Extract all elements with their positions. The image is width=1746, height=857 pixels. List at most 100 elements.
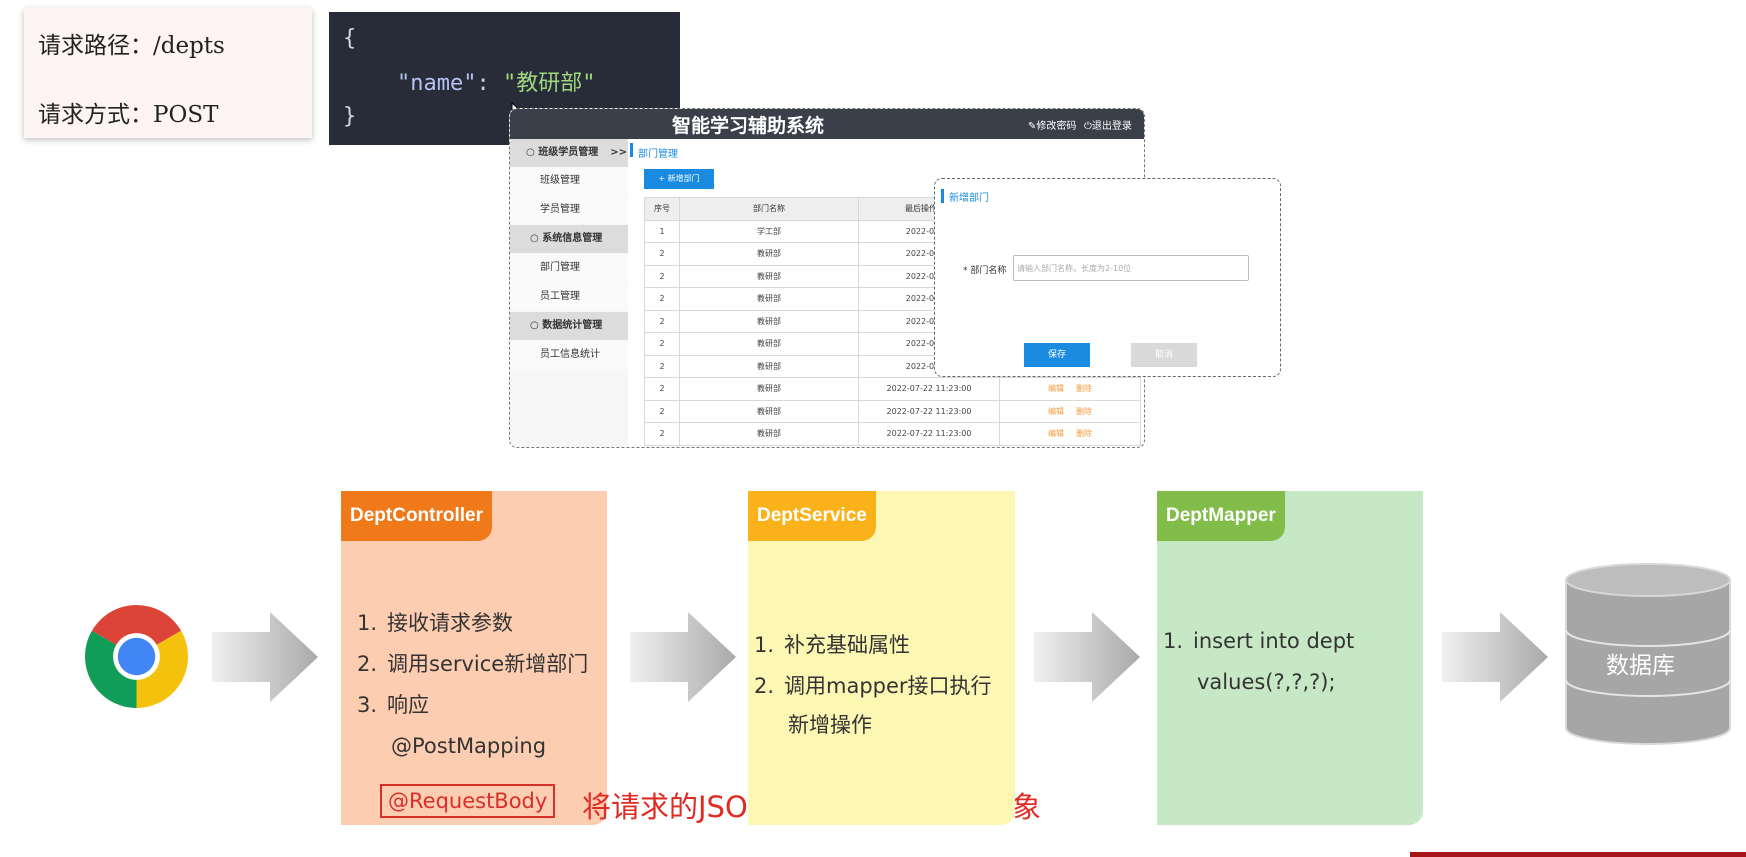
table-cell: 2 <box>644 309 680 333</box>
service-step-1: 1.补充基础属性 <box>754 633 910 657</box>
request-info-box: 请求路径：/depts 请求方式：POST <box>24 8 312 138</box>
sidebar-group-label: 班级学员管理 <box>538 147 599 158</box>
mapper-step-1: 1.insert into dept <box>1163 629 1355 653</box>
logout-label: 退出登录 <box>1091 121 1132 132</box>
step-text: 调用service新增部门 <box>387 652 589 676</box>
edit-link[interactable]: 编辑 <box>1048 429 1064 439</box>
logout-link[interactable]: ⏻退出登录 <box>1084 117 1132 132</box>
dept-name-label: * 部门名称 <box>963 266 1007 276</box>
table-cell-actions: 编辑 删除 <box>999 399 1141 423</box>
table-cell: 2022-07-22 11:23:00 <box>858 377 1000 401</box>
step-text: 补充基础属性 <box>784 633 910 657</box>
delete-link[interactable]: 删除 <box>1076 406 1092 416</box>
sidebar: ○ 班级学员管理>> 班级管理 学员管理 ○ 系统信息管理 部门管理 员工管理 … <box>510 139 628 447</box>
controller-title: DeptController <box>341 491 492 541</box>
sidebar-item-label: 班级管理 <box>540 175 580 186</box>
table-cell: 2 <box>644 264 680 288</box>
table-cell: 1 <box>644 219 680 243</box>
step-text: 接收请求参数 <box>387 611 513 635</box>
table-cell: 2022-07-22 11:23:00 <box>858 422 1000 446</box>
sidebar-group-class-student[interactable]: ○ 班级学员管理>> <box>510 139 628 167</box>
page-title-accent <box>630 143 633 157</box>
sidebar-item-student[interactable]: 学员管理 <box>510 196 628 224</box>
table-cell: 教研部 <box>679 354 859 378</box>
request-path: 请求路径：/depts <box>38 33 225 59</box>
request-method: 请求方式：POST <box>38 102 219 128</box>
delete-link[interactable]: 删除 <box>1076 384 1092 394</box>
mapper-title: DeptMapper <box>1157 491 1285 541</box>
chrome-icon <box>85 605 188 708</box>
controller-step-2: 2.调用service新增部门 <box>357 652 589 676</box>
mapper-step-1-cont: values(?,?,?); <box>1197 670 1336 694</box>
arrow-right-icon <box>1034 612 1140 702</box>
step-text: insert into dept <box>1193 629 1355 653</box>
dialog-title-accent <box>941 189 944 203</box>
step-text: 调用mapper接口执行 <box>784 674 992 698</box>
sidebar-group-label: 系统信息管理 <box>542 233 603 244</box>
requestbody-annotation: @RequestBody <box>380 784 556 818</box>
table-cell: 教研部 <box>679 422 859 446</box>
bottom-accent-bar <box>1410 852 1746 857</box>
database-icon <box>1565 563 1731 745</box>
table-cell: 教研部 <box>679 332 859 356</box>
change-password-label: 修改密码 <box>1036 121 1077 132</box>
service-card: DeptService 1.补充基础属性 2.调用mapper接口执行 新增操作 <box>748 491 1015 825</box>
delete-link[interactable]: 删除 <box>1076 429 1092 439</box>
add-dept-button[interactable]: + 新增部门 <box>644 169 714 189</box>
sidebar-group-system[interactable]: ○ 系统信息管理 <box>510 225 628 253</box>
change-password-link[interactable]: ✎修改密码 <box>1028 117 1076 132</box>
page-title: 部门管理 <box>638 149 678 160</box>
table-cell-actions: 编辑 删除 <box>999 422 1141 446</box>
sidebar-group-stats[interactable]: ○ 数据统计管理 <box>510 312 628 340</box>
postmapping-annotation: @PostMapping <box>391 734 547 758</box>
service-title: DeptService <box>748 491 876 541</box>
table-cell: 2 <box>644 242 680 266</box>
arrow-right-icon <box>1442 612 1548 702</box>
step-text: 响应 <box>387 693 429 717</box>
mapper-card: DeptMapper 1.insert into dept values(?,?… <box>1157 491 1423 825</box>
table-cell: 2 <box>644 287 680 311</box>
sidebar-item-emp[interactable]: 员工管理 <box>510 283 628 311</box>
table-cell: 学工部 <box>679 219 859 243</box>
json-key: "name" <box>397 71 477 96</box>
table-cell: 2 <box>644 377 680 401</box>
table-cell: 2 <box>644 332 680 356</box>
sidebar-item-dept[interactable]: 部门管理 <box>510 254 628 282</box>
dept-name-input[interactable]: 请输入部门名称，长度为2-10位 <box>1013 255 1249 281</box>
table-cell-actions: 编辑 删除 <box>999 377 1141 401</box>
table-cell: 教研部 <box>679 377 859 401</box>
table-cell: 2 <box>644 354 680 378</box>
sidebar-item-label: 部门管理 <box>540 262 580 273</box>
table-cell: 教研部 <box>679 399 859 423</box>
dialog-title: 新增部门 <box>949 193 989 204</box>
table-cell: 教研部 <box>679 242 859 266</box>
mock-header: 智能学习辅助系统 ✎修改密码 ⏻退出登录 <box>510 109 1144 139</box>
app-title: 智能学习辅助系统 <box>672 115 825 137</box>
arrow-right-icon <box>630 612 736 702</box>
sidebar-item-emp-stats[interactable]: 员工信息统计 <box>510 341 628 369</box>
cancel-button[interactable]: 取消 <box>1131 343 1197 367</box>
table-cell: 2 <box>644 422 680 446</box>
json-value: "教研部" <box>502 71 596 96</box>
column-header: 部门名称 <box>679 197 859 221</box>
json-colon: : <box>476 71 503 96</box>
sidebar-item-label: 员工信息统计 <box>540 349 600 360</box>
power-icon: ⏻ <box>1084 121 1092 132</box>
json-close-brace: } <box>343 104 357 129</box>
sidebar-item-label: 学员管理 <box>540 204 580 215</box>
arrow-right-icon <box>212 612 318 702</box>
column-header: 序号 <box>644 197 680 221</box>
edit-link[interactable]: 编辑 <box>1048 384 1064 394</box>
table-cell: 教研部 <box>679 264 859 288</box>
json-open-brace: { <box>343 26 357 51</box>
table-cell: 2 <box>644 399 680 423</box>
sidebar-item-class[interactable]: 班级管理 <box>510 167 628 195</box>
controller-step-3: 3.响应 <box>357 693 429 717</box>
json-code-box: { "name": "教研部" } <box>329 12 680 145</box>
service-step-2-cont: 新增操作 <box>788 713 872 737</box>
edit-link[interactable]: 编辑 <box>1048 406 1064 416</box>
save-button[interactable]: 保存 <box>1024 343 1090 367</box>
service-step-2: 2.调用mapper接口执行 <box>754 674 992 698</box>
